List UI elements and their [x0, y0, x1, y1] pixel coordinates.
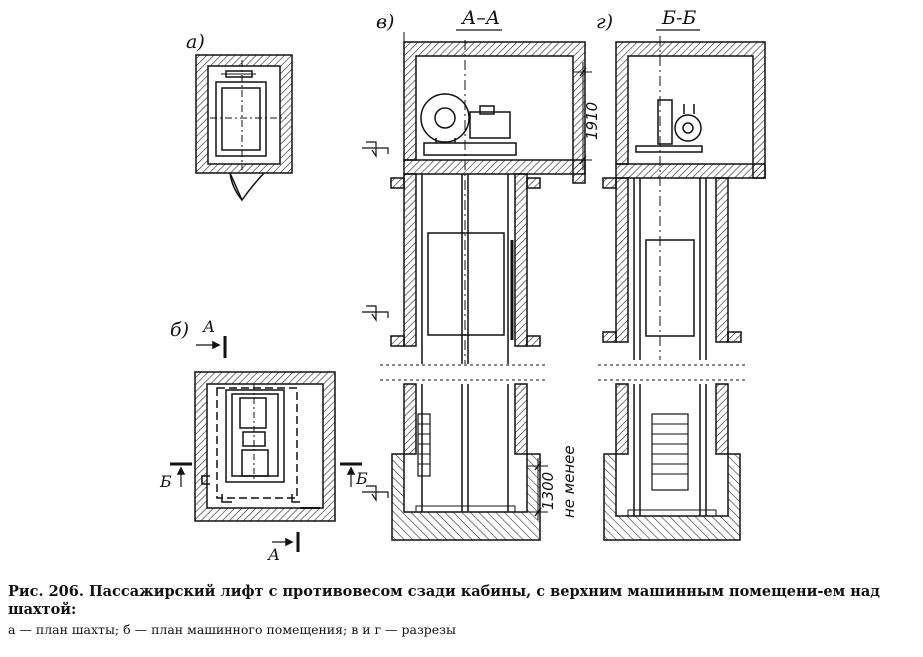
cut-a-bottom-label: А — [267, 545, 280, 564]
machine-room-plan — [170, 336, 362, 552]
label-a: а) — [186, 31, 205, 53]
elevator-drawing: а) б) в) г) А–А Б-Б А А Б Б 1910 1300 не… — [159, 7, 766, 564]
section-aa — [362, 32, 592, 541]
label-b: б) — [170, 319, 189, 341]
dim-note-min: не менее — [560, 445, 578, 518]
caption-legend: а — план шахты; б — план машинного помещ… — [8, 622, 456, 637]
caption-title: Рис. 206. Пассажирский лифт с противовес… — [8, 583, 880, 618]
figure-caption: Рис. 206. Пассажирский лифт с противовес… — [8, 583, 913, 639]
dim-1910: 1910 — [583, 102, 601, 140]
cut-b-left-label: Б — [159, 472, 172, 491]
section-bb-title: Б-Б — [661, 7, 696, 29]
section-bb — [598, 36, 766, 541]
dim-1300: 1300 — [539, 472, 557, 510]
cut-a-top-label: А — [202, 317, 215, 336]
cut-b-right-label: Б — [355, 469, 368, 488]
section-aa-title: А–А — [460, 7, 500, 29]
label-g: г) — [596, 11, 613, 33]
label-v: в) — [376, 11, 394, 33]
shaft-plan — [195, 54, 293, 202]
